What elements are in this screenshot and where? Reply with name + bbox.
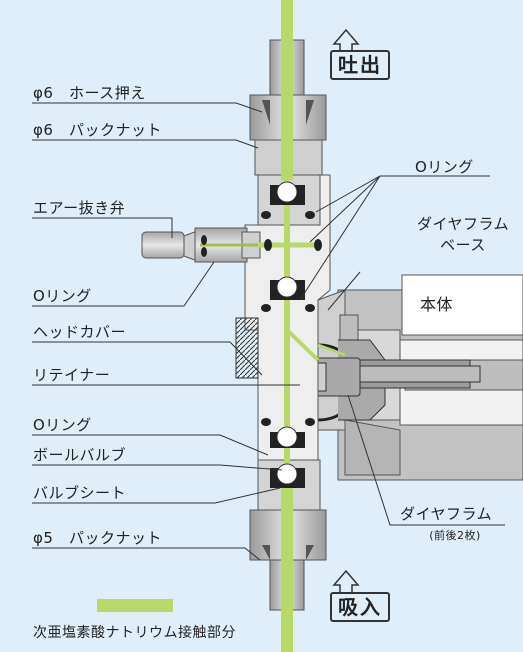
diaphragm-base-label-line1: ダイヤフラム	[416, 215, 510, 233]
suction-label: 吸入	[330, 592, 390, 622]
discharge-label: 吐出	[330, 50, 390, 80]
head-cover-label: ヘッドカバー	[33, 323, 127, 341]
ball-valve-label: ボールバルブ	[33, 446, 127, 464]
flow-arrows	[332, 28, 360, 597]
pack-nut-6-label: φ6 パックナット	[33, 121, 162, 139]
pack-nut-5-label: φ5 パックナット	[33, 529, 162, 547]
o-ring-upper-left-label: Oリング	[33, 287, 92, 305]
diaphragm-note-label: (前後2枚)	[429, 529, 481, 542]
legend-swatch	[97, 599, 173, 612]
o-ring-seals	[201, 211, 322, 426]
legend-label: 次亜塩素酸ナトリウム接触部分	[33, 625, 236, 641]
hose-retainer-6-label: φ6 ホース押え	[33, 84, 146, 102]
air-vent-valve-part	[141, 227, 261, 263]
diaphragm-base-label-line2: ベース	[440, 236, 486, 254]
valve-seat-label: バルブシート	[33, 484, 127, 502]
body-label: 本体	[420, 295, 454, 314]
ball-valves	[270, 181, 305, 488]
leader-lines	[32, 102, 505, 561]
retainer-label: リテイナー	[33, 366, 111, 384]
diaphragm-label: ダイヤフラム	[400, 505, 493, 523]
air-vent-label: エアー抜き弁	[33, 199, 126, 217]
o-ring-right-label: Oリング	[415, 158, 474, 176]
o-ring-lower-left-label: Oリング	[33, 416, 92, 434]
